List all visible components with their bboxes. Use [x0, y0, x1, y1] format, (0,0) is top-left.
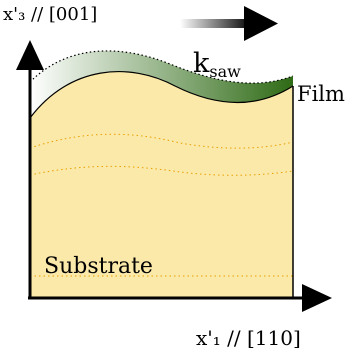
horizontal-axis-arrowhead [302, 284, 332, 312]
substrate-label: Substrate [44, 254, 153, 279]
film-label: Film [297, 82, 345, 106]
wave-vector-subscript: saw [209, 62, 241, 81]
vertical-axis-arrowhead [16, 40, 44, 70]
wave-vector-arrowhead [244, 6, 278, 41]
wave-vector-arrow-shaft [180, 19, 252, 28]
horizontal-axis-label: x'₁ // [110] [196, 326, 301, 350]
vertical-axis-label: x'₃ // [001] [3, 4, 97, 25]
wave-vector-symbol: k [193, 48, 210, 79]
wave-vector-label: ksaw [193, 48, 241, 81]
